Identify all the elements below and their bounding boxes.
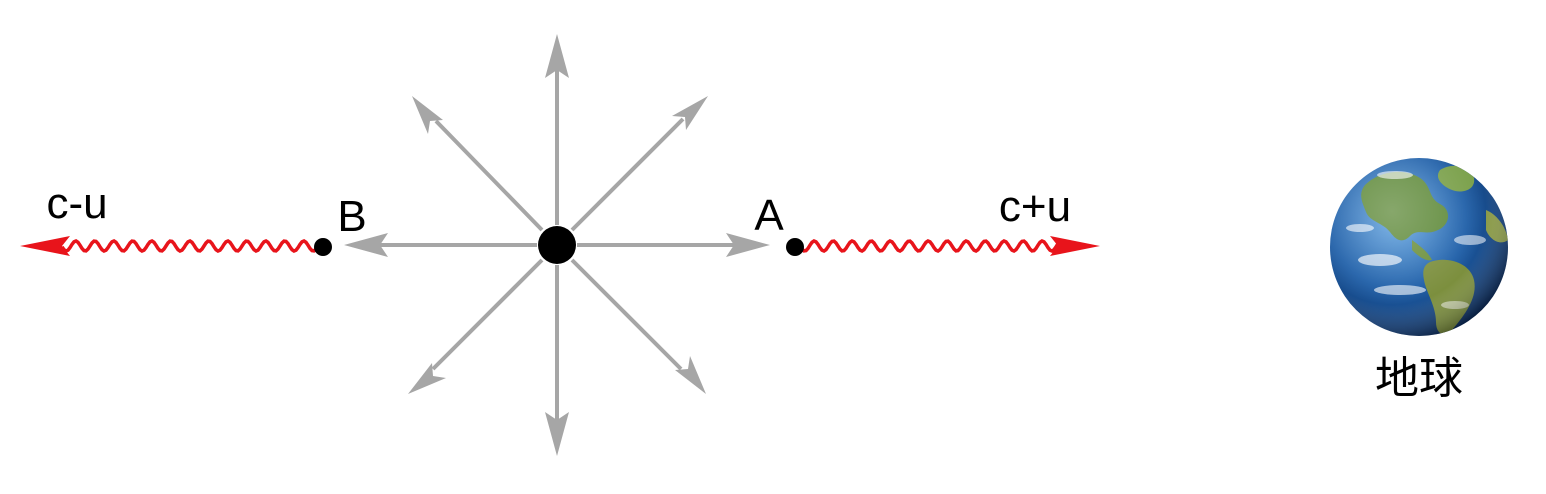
arrow-up-left — [412, 96, 544, 232]
arrow-down — [545, 265, 569, 456]
point-a-label: A — [754, 191, 784, 240]
point-b-dot — [314, 238, 332, 256]
point-b-label: B — [337, 192, 366, 241]
radiating-arrows — [344, 34, 770, 456]
earth-label: 地球 — [1375, 353, 1463, 404]
arrow-down-left — [408, 258, 544, 394]
speed-left-label: c-u — [46, 179, 107, 228]
wave-left — [60, 239, 320, 253]
arrow-up-right — [570, 96, 708, 232]
arrow-right — [577, 233, 770, 257]
wave-right-arrowhead — [1050, 236, 1100, 256]
arrow-left — [344, 233, 537, 257]
point-a-dot — [786, 238, 804, 256]
wave-left-arrowhead — [20, 236, 70, 256]
speed-right-label: c+u — [999, 182, 1071, 231]
arrow-down-right — [570, 258, 706, 394]
light-source-dot — [538, 226, 576, 264]
wave-right — [798, 239, 1060, 253]
earth-globe-icon — [1330, 158, 1508, 336]
arrow-up — [545, 34, 569, 225]
